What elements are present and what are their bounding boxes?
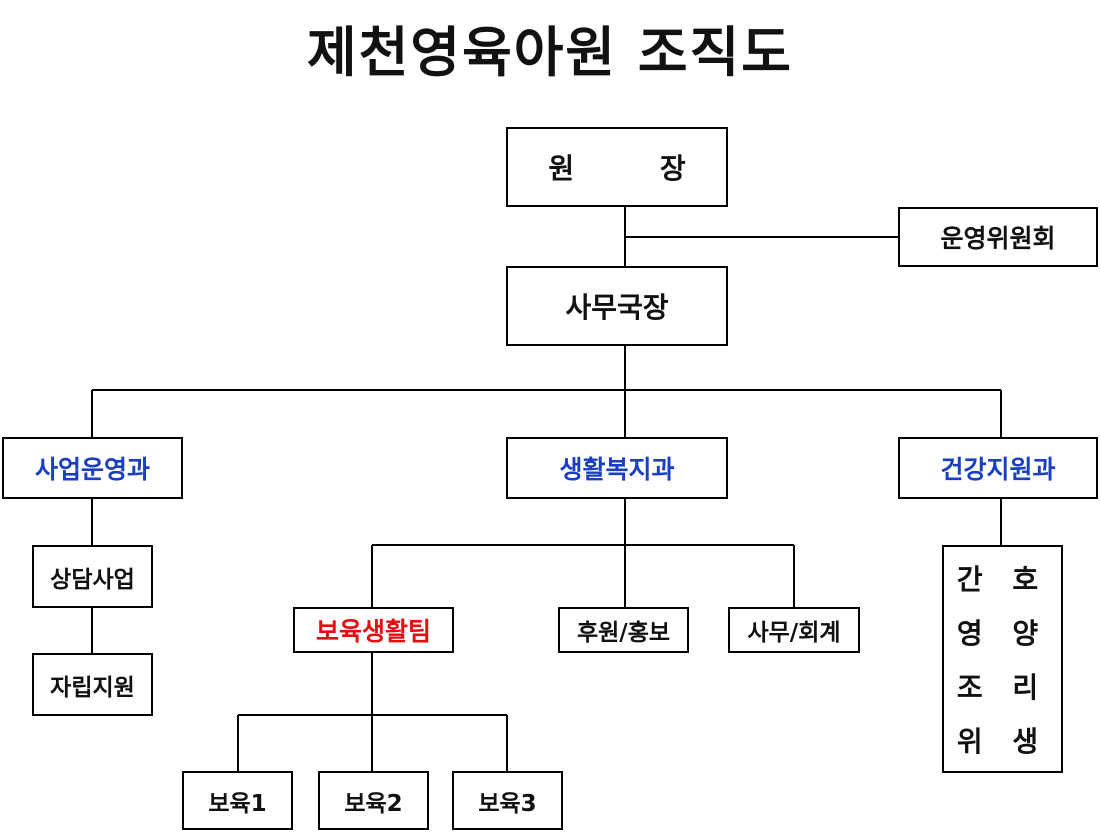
node-childcare-team: 보육생활팀 — [293, 607, 454, 653]
node-independence: 자립지원 — [32, 653, 153, 716]
node-health-services: 간 호 영 양 조 리 위 생 — [942, 545, 1063, 773]
node-committee: 운영위원회 — [898, 207, 1098, 267]
health-line-nutrition: 영 양 — [956, 617, 1049, 650]
node-dept-welfare: 생활복지과 — [506, 437, 728, 499]
node-childcare-1: 보육1 — [182, 771, 293, 830]
node-counseling: 상담사업 — [32, 545, 153, 608]
node-dept-business: 사업운영과 — [2, 437, 183, 499]
health-line-nursing: 간 호 — [956, 563, 1049, 596]
node-dept-health: 건강지원과 — [898, 437, 1098, 499]
node-secretary-general: 사무국장 — [506, 266, 728, 346]
node-childcare-3: 보육3 — [452, 771, 563, 830]
node-accounting: 사무/회계 — [728, 607, 860, 653]
health-line-cooking: 조 리 — [956, 671, 1049, 704]
node-childcare-2: 보육2 — [318, 771, 429, 830]
health-line-hygiene: 위 생 — [956, 725, 1049, 758]
node-sponsorship: 후원/홍보 — [558, 607, 689, 653]
page-title: 제천영육아원 조직도 — [307, 21, 793, 84]
node-director: 원 장 — [506, 127, 728, 207]
